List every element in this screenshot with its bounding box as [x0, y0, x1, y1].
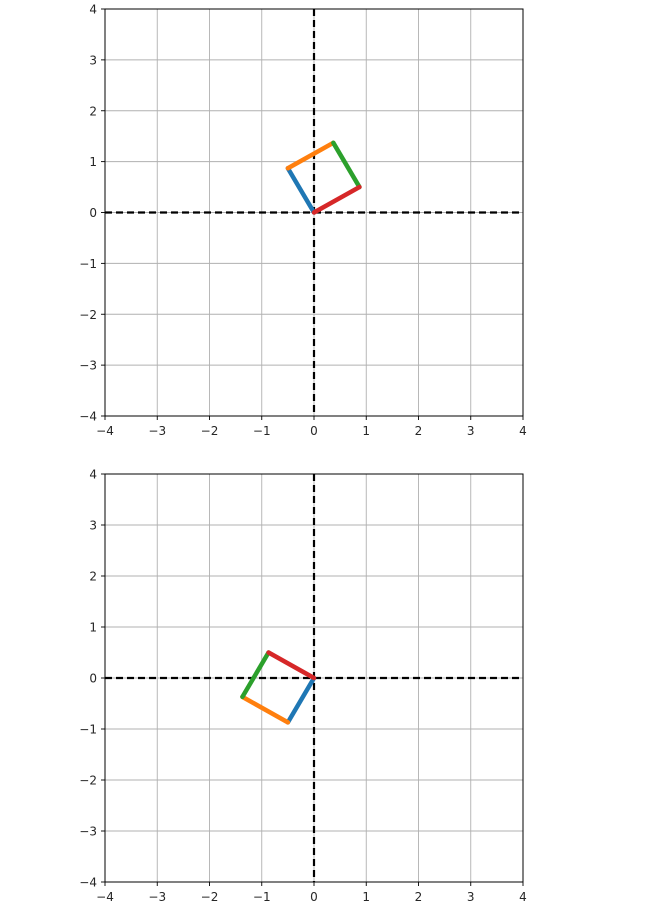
y-tick-label: 0 — [89, 672, 97, 686]
y-tick-label: 1 — [89, 621, 97, 635]
chart-panel-1: −4 −3 −2 −1 0 1 2 3 4 −4 −3 −2 −1 0 1 2 3 4 — [79, 3, 527, 439]
y-tick-label: 2 — [89, 570, 97, 584]
series-edge-4 — [266, 650, 317, 681]
y-tick-label: −4 — [79, 876, 97, 890]
y-tick-label: 1 — [89, 155, 97, 169]
x-tick-label: 4 — [519, 424, 527, 438]
x-tick-label: −1 — [253, 424, 271, 438]
x-tick-label: 0 — [310, 890, 318, 904]
y-tick-label: 4 — [89, 3, 97, 17]
x-tick-label: −1 — [253, 890, 271, 904]
y-tick-label: 2 — [89, 104, 97, 118]
x-tick-label: −3 — [148, 890, 166, 904]
y-tick-label: −1 — [79, 257, 97, 271]
x-tick-label: −4 — [96, 424, 114, 438]
series-edge-3 — [331, 140, 362, 190]
y-tick-label: 4 — [89, 468, 97, 482]
series-edge-1 — [285, 165, 317, 215]
y-tick-label: 3 — [89, 53, 97, 67]
x-tick-label: 2 — [415, 424, 423, 438]
y-tick-label: 3 — [89, 519, 97, 533]
y-tick-label: −3 — [79, 359, 97, 373]
x-tick-label: −2 — [201, 424, 219, 438]
series-edge-2 — [285, 140, 336, 171]
y-tick-label: 0 — [89, 206, 97, 220]
x-tick-label: 3 — [467, 424, 475, 438]
series-edge-4 — [311, 184, 362, 215]
x-tick-label: −4 — [96, 890, 114, 904]
series-edge-2 — [240, 694, 291, 725]
x-tick-label: 0 — [310, 424, 318, 438]
x-tick-label: 1 — [362, 424, 370, 438]
x-tick-label: 4 — [519, 890, 527, 904]
x-tick-label: 3 — [467, 890, 475, 904]
x-tick-label: 2 — [415, 890, 423, 904]
x-tick-label: −3 — [148, 424, 166, 438]
x-tick-label: −2 — [201, 890, 219, 904]
chart-panel-2: −4 −3 −2 −1 0 1 2 3 4 −4 −3 −2 −1 0 1 2 3 4 — [79, 468, 527, 905]
y-tick-label: −2 — [79, 308, 97, 322]
y-tick-label: −2 — [79, 774, 97, 788]
y-tick-label: −4 — [79, 410, 97, 424]
series-edge-3 — [240, 650, 271, 700]
y-tick-label: −3 — [79, 825, 97, 839]
x-tick-label: 1 — [362, 890, 370, 904]
y-tick-label: −1 — [79, 723, 97, 737]
series-edge-1 — [285, 675, 317, 725]
